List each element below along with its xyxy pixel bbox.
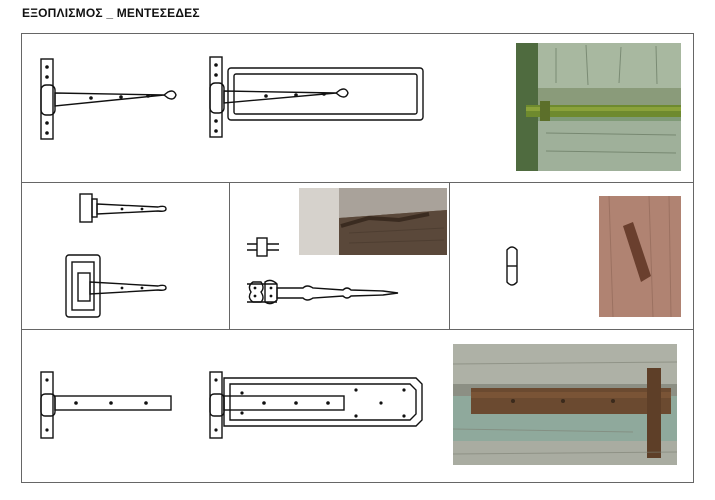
rusty-strap-hinge-photo	[453, 344, 677, 465]
long-strap-hinge-on-board-drawing	[209, 371, 423, 439]
green-shutter-hinge-photo	[516, 43, 681, 171]
row-divider-2	[21, 329, 694, 330]
column-divider-1	[229, 182, 230, 329]
pin-hinge-drawing	[506, 246, 518, 286]
tee-hinge-on-board-drawing	[209, 56, 424, 138]
row-divider-1	[21, 182, 694, 183]
pin-hinge-photo	[599, 196, 681, 317]
corner-hinge-photo	[299, 188, 447, 255]
page-title: ΕΞΟΠΛΙΣΜΟΣ _ ΜΕΝΤΕΣΕΔΕΣ	[22, 6, 200, 20]
tee-hinge-drawing	[40, 58, 177, 140]
catalog-frame	[21, 33, 694, 483]
small-tee-hinges-drawing	[65, 193, 167, 318]
ornate-strap-hinge-drawing	[247, 237, 399, 305]
long-strap-hinge-drawing	[40, 371, 172, 439]
column-divider-2	[449, 182, 450, 329]
